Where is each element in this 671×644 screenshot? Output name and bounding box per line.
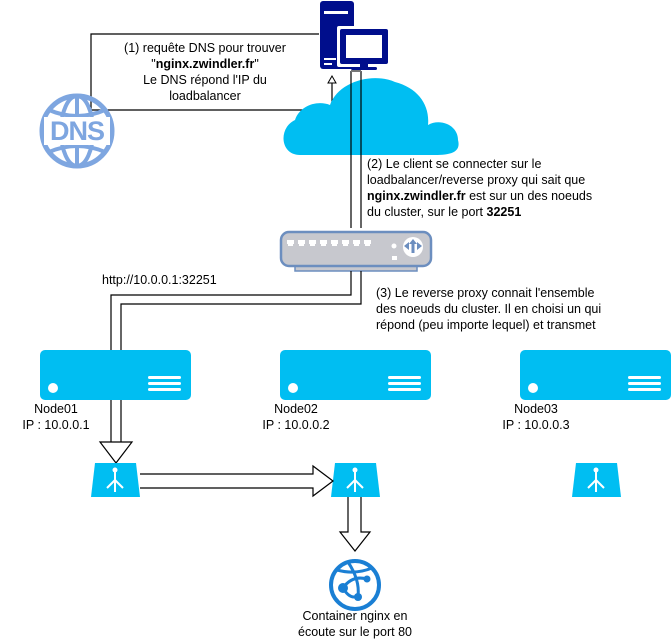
node02-ingress-icon (331, 463, 380, 497)
step2-annotation: (2) Le client se connecter sur le loadba… (367, 156, 592, 220)
step1-annotation: (1) requête DNS pour trouver "nginx.zwin… (95, 40, 315, 104)
node01-to-node02-arrow (140, 464, 334, 498)
step1-line3: Le DNS répond l'IP du (143, 73, 267, 87)
step1-domain: nginx.zwindler.fr (155, 57, 255, 71)
step2-line4-prefix: du cluster, sur le port (367, 205, 487, 219)
node01-name: Node01 (34, 402, 78, 416)
internet-cloud (283, 78, 459, 155)
node01-ip: IP : 10.0.0.1 (22, 418, 90, 432)
dns-globe-icon (39, 93, 115, 169)
node03-ingress-icon (572, 463, 621, 497)
step2-line3-rest: est sur un des noeuds (465, 189, 593, 203)
node03-label: Node03 IP : 10.0.0.3 (496, 401, 576, 433)
step1-line1: (1) requête DNS pour trouver (124, 41, 286, 55)
step1-quote-close: " (254, 57, 259, 71)
dns-icon-label: DNS (49, 116, 105, 146)
client-workstation-icon (320, 1, 391, 70)
client-to-router-connector (350, 71, 362, 228)
node03-ip: IP : 10.0.0.3 (502, 418, 570, 432)
step3-annotation: (3) Le reverse proxy connait l'ensemble … (376, 285, 601, 333)
url-label: http://10.0.0.1:32251 (102, 273, 217, 287)
node02-label: Node02 IP : 10.0.0.2 (256, 401, 336, 433)
step2-domain: nginx.zwindler.fr (367, 189, 466, 203)
node03-server-icon (520, 350, 671, 400)
node01-server-icon (40, 350, 191, 400)
container-line2: écoute sur le port 80 (298, 625, 412, 639)
step2-line2: loadbalancer/reverse proxy qui sait que (367, 173, 586, 187)
step1-quote-open: " (151, 57, 156, 71)
router-to-node01-arrowhead (98, 441, 134, 464)
node02-to-container-arrow (338, 497, 372, 552)
step3-line3: répond (peu importe lequel) et transmet (376, 318, 596, 332)
step3-line1: (3) Le reverse proxy connait l'ensemble (376, 286, 595, 300)
container-label: Container nginx en écoute sur le port 80 (280, 608, 430, 640)
node02-server-icon (280, 350, 431, 400)
node03-name: Node03 (514, 402, 558, 416)
node02-name: Node02 (274, 402, 318, 416)
step1-line4: loadbalancer (169, 89, 241, 103)
step2-line1: (2) Le client se connecter sur le (367, 157, 542, 171)
node02-ip: IP : 10.0.0.2 (262, 418, 330, 432)
loadbalancer-router-icon (279, 230, 433, 272)
step1-line2: "nginx.zwindler.fr" (95, 56, 315, 72)
node01-label: Node01 IP : 10.0.0.1 (16, 401, 96, 433)
step2-port: 32251 (486, 205, 522, 219)
nginx-container-icon (329, 559, 381, 611)
step3-line2: des noeuds du cluster. Il en choisi un q… (376, 302, 602, 316)
container-line1: Container nginx en (302, 609, 408, 623)
step2-line4: du cluster, sur le port 32251 (367, 204, 592, 220)
step2-line3: nginx.zwindler.fr est sur un des noeuds (367, 188, 592, 204)
node01-ingress-icon (91, 463, 140, 497)
dns-request-arrowhead (327, 74, 337, 84)
